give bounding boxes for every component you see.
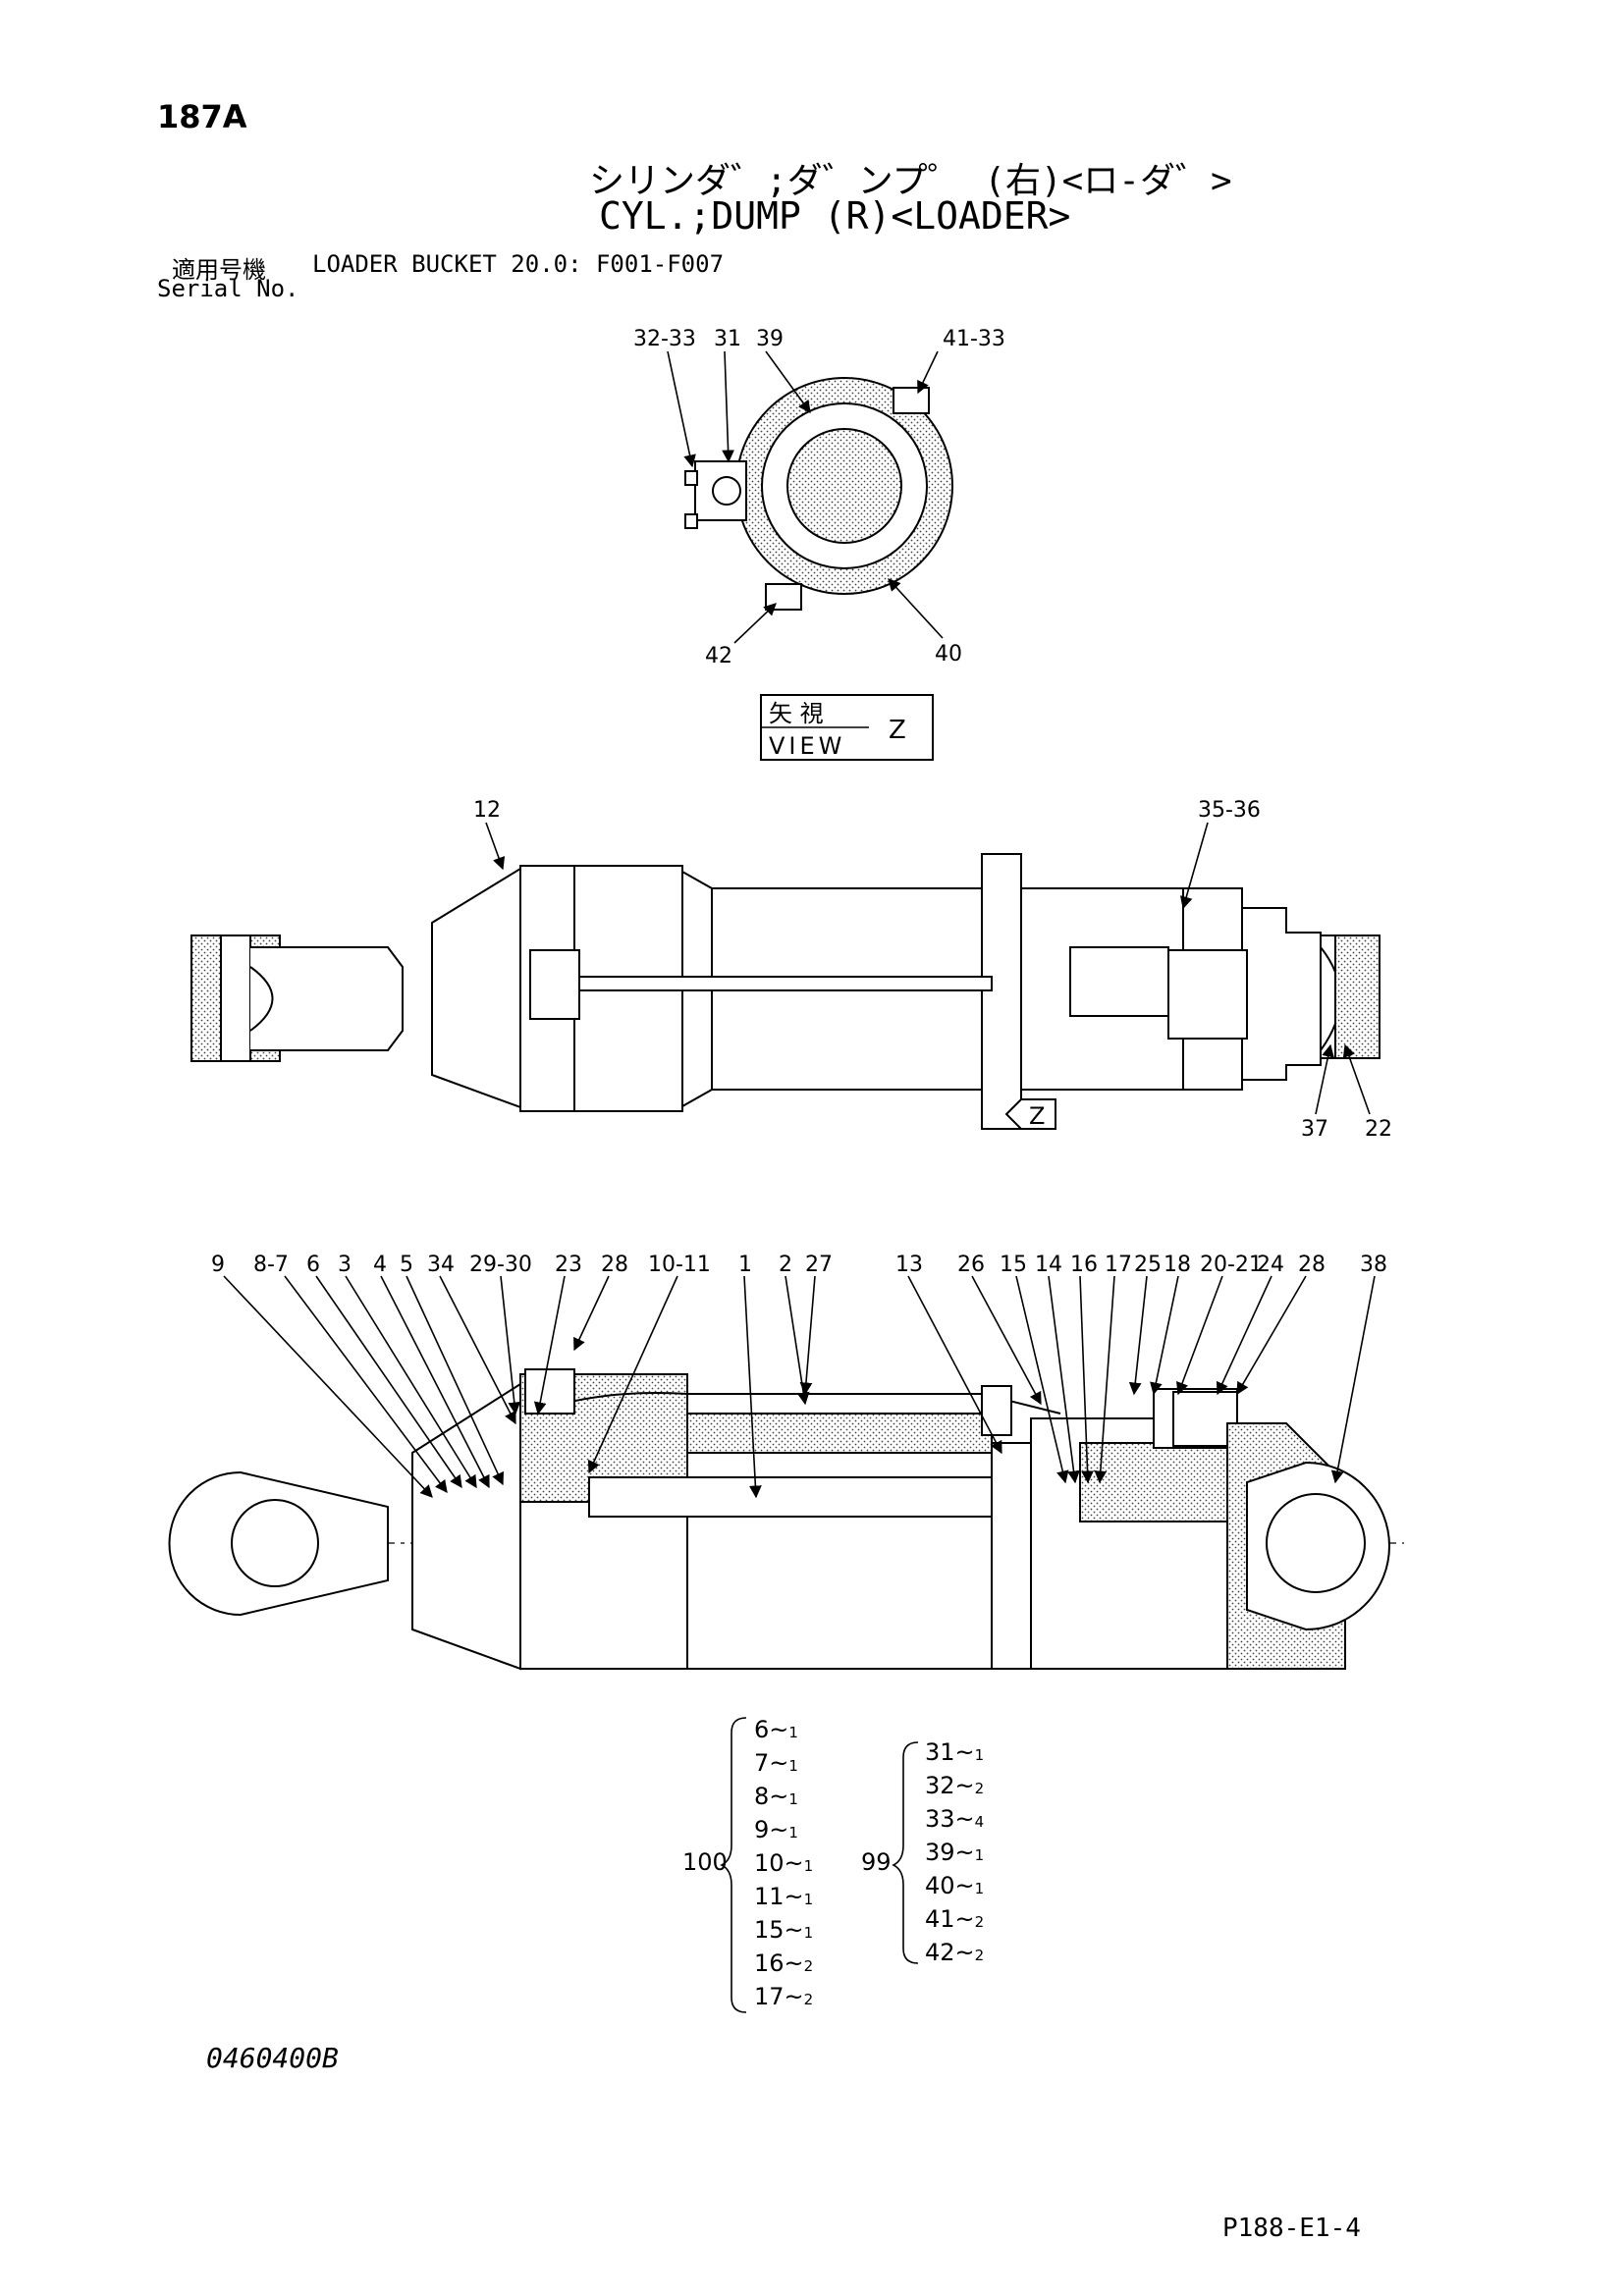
kit-item: 31~1 <box>925 1738 984 1766</box>
serial-range: LOADER BUCKET 20.0: F001-F007 <box>312 250 725 278</box>
callout: 41-33 <box>943 327 1005 351</box>
kit-item: 33~4 <box>925 1805 984 1833</box>
callout: 2 <box>779 1253 792 1277</box>
section-view-leaders <box>223 1275 1376 1499</box>
callout: 35-36 <box>1198 798 1261 823</box>
kit-item: 17~2 <box>754 1983 813 2010</box>
callout: 13 <box>895 1253 923 1277</box>
kit-item: 11~1 <box>754 1883 813 1910</box>
callout: 25 <box>1134 1253 1162 1277</box>
top-view-drawing <box>190 853 1380 1130</box>
callout: 28 <box>1298 1253 1326 1277</box>
callout: 1 <box>738 1253 752 1277</box>
kit-summary: 100 6~17~18~19~110~111~115~116~217~2 99 … <box>682 1716 984 2013</box>
kit-item: 39~1 <box>925 1839 984 1866</box>
callout: 26 <box>957 1253 985 1277</box>
callout: 8-7 <box>253 1253 289 1277</box>
callout: 28 <box>601 1253 628 1277</box>
callout: 10-11 <box>648 1253 711 1277</box>
callout: 31 <box>714 327 741 351</box>
callout: 20-21 <box>1200 1253 1263 1277</box>
callout: 4 <box>373 1253 387 1277</box>
kit-item: 42~2 <box>925 1939 984 1966</box>
callout: 22 <box>1365 1117 1392 1142</box>
kit-number: 99 <box>861 1848 892 1876</box>
callout: 17 <box>1105 1253 1132 1277</box>
view-z-arrow-marker: Z <box>1004 1098 1056 1130</box>
callout: 39 <box>756 327 784 351</box>
callout: 3 <box>338 1253 352 1277</box>
callout: 24 <box>1257 1253 1284 1277</box>
page-reference: P188-E1-4 <box>1222 2214 1361 2243</box>
view-z-box: 矢 視 VIEW Z <box>760 694 934 761</box>
kit-item: 9~1 <box>754 1816 798 1843</box>
callout: 38 <box>1360 1253 1387 1277</box>
kit-number: 100 <box>682 1848 728 1876</box>
kit-item: 15~1 <box>754 1916 813 1944</box>
view-z-leaders <box>667 350 944 644</box>
view-box-jp: 矢 視 <box>769 700 824 727</box>
callout: 34 <box>427 1253 455 1277</box>
kit-item: 41~2 <box>925 1905 984 1933</box>
callout: 23 <box>555 1253 582 1277</box>
callout: 16 <box>1070 1253 1098 1277</box>
kit-item: 16~2 <box>754 1949 813 1977</box>
callout: 32-33 <box>633 327 696 351</box>
kit-item: 8~1 <box>754 1783 798 1810</box>
callout: 14 <box>1035 1253 1062 1277</box>
callout: 29-30 <box>469 1253 532 1277</box>
view-arrow-letter: Z <box>1029 1102 1045 1130</box>
callout: 5 <box>400 1253 413 1277</box>
callout: 12 <box>473 798 501 823</box>
callout: 40 <box>935 642 962 667</box>
callout: 9 <box>211 1253 225 1277</box>
view-box-en: VIEW <box>769 732 845 760</box>
document-id: 0460400B <box>206 2042 339 2074</box>
kit-item: 7~1 <box>754 1749 798 1777</box>
serial-label-japanese: 適用号機 <box>172 256 266 284</box>
callout: 18 <box>1164 1253 1191 1277</box>
callout: 6 <box>306 1253 320 1277</box>
view-z-callouts: 32-33 31 39 41-33 42 40 <box>633 327 1005 668</box>
top-view-callouts: 12 35-36 37 22 <box>473 798 1392 1142</box>
serial-label-english: Serial No. <box>157 275 299 302</box>
kit-item: 32~2 <box>925 1772 984 1799</box>
page-id: 187A <box>157 98 247 135</box>
callout: 15 <box>1000 1253 1027 1277</box>
title-japanese: シリンダ゛;ダ゛ンプ゜ (右)<ロ-ダ゛> <box>589 161 1232 201</box>
callout: 27 <box>805 1253 833 1277</box>
callout: 42 <box>705 644 732 668</box>
callout: 37 <box>1301 1117 1328 1142</box>
section-view-callouts: 9 8-7 6 3 4 5 34 29-30 23 28 10-11 1 2 2… <box>211 1253 1387 1277</box>
title-english: CYL.;DUMP (R)<LOADER> <box>599 194 1071 238</box>
top-view-leaders <box>485 822 1371 1115</box>
kit-item: 6~1 <box>754 1716 798 1743</box>
view-box-letter: Z <box>889 716 906 745</box>
kit-item: 40~1 <box>925 1872 984 1899</box>
view-z-drawing <box>684 377 953 611</box>
kit-item: 10~1 <box>754 1849 813 1877</box>
